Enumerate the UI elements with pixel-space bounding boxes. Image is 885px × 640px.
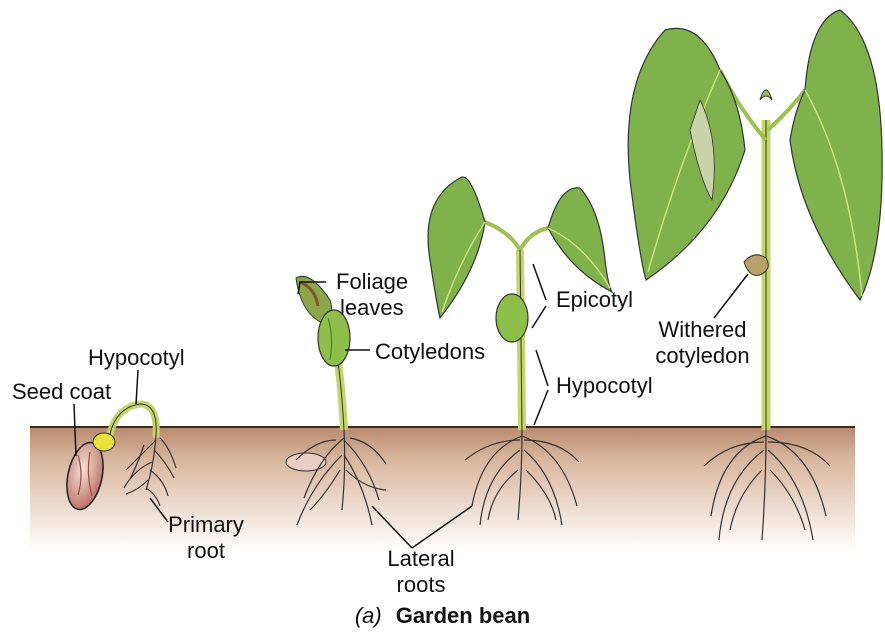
- withered-cotyledon-shape: [744, 255, 768, 276]
- label-lateral-roots-line-1: Lateral: [376, 547, 466, 571]
- leaf-left-stage-3: [428, 177, 485, 318]
- caption-title: Garden bean: [396, 603, 530, 628]
- label-withered-cotyledon-line-2: cotyledon: [640, 344, 765, 368]
- cotyledons-stage-3: [496, 294, 528, 342]
- old-seed-coat: [286, 453, 326, 471]
- label-lateral-roots-line-2: roots: [376, 573, 466, 597]
- figure-caption: (a) Garden bean: [0, 603, 885, 629]
- leader-hypocotyl-1: [136, 370, 138, 404]
- label-seed-coat: Seed coat: [12, 380, 111, 404]
- caption-panel-letter: (a): [355, 603, 382, 628]
- label-primary-root-line-1: Primary: [166, 513, 246, 537]
- leader-epicotyl: [532, 264, 546, 328]
- label-foliage-leaves-line-2: leaves: [340, 296, 404, 320]
- label-cotyledons: Cotyledons: [375, 340, 485, 364]
- leaf-right-stage-4: [790, 10, 882, 300]
- leader-withered-cotyledon: [714, 274, 748, 318]
- label-foliage-leaves-line-1: Foliage: [336, 270, 408, 294]
- shoot-tip: [760, 90, 772, 100]
- cotyledon-yellow: [93, 433, 115, 451]
- label-hypocotyl-stage-1: Hypocotyl: [88, 346, 185, 370]
- label-primary-root-line-2: root: [166, 539, 246, 563]
- label-withered-cotyledon-line-1: Withered: [640, 318, 765, 342]
- leader-hypocotyl-2: [534, 350, 548, 425]
- label-hypocotyl-stage-3: Hypocotyl: [556, 374, 653, 398]
- label-epicotyl: Epicotyl: [556, 288, 633, 312]
